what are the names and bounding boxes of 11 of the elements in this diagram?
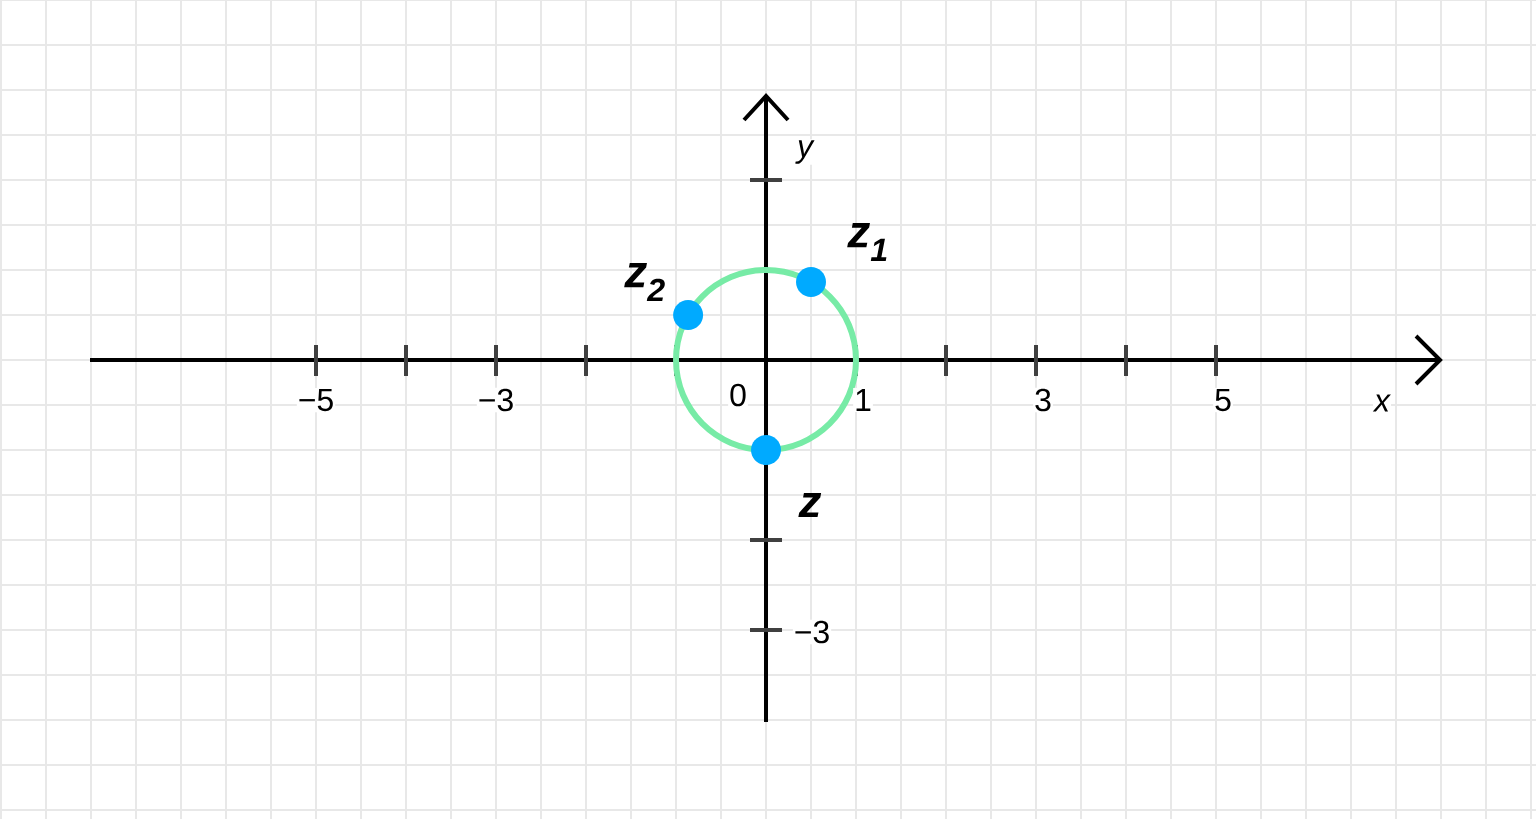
point	[796, 267, 826, 298]
point-label: z$_{2}$	[624, 262, 665, 302]
point	[751, 435, 781, 465]
axis-label: 1	[853, 388, 873, 412]
axis-label: 3	[1033, 387, 1053, 413]
point	[673, 300, 704, 330]
axis-label: y	[795, 139, 815, 165]
axis-label: 0	[728, 382, 748, 408]
point-label: z	[798, 492, 822, 518]
point-label: z$_{1}$	[847, 223, 887, 261]
axis-label: 5	[1213, 387, 1233, 413]
